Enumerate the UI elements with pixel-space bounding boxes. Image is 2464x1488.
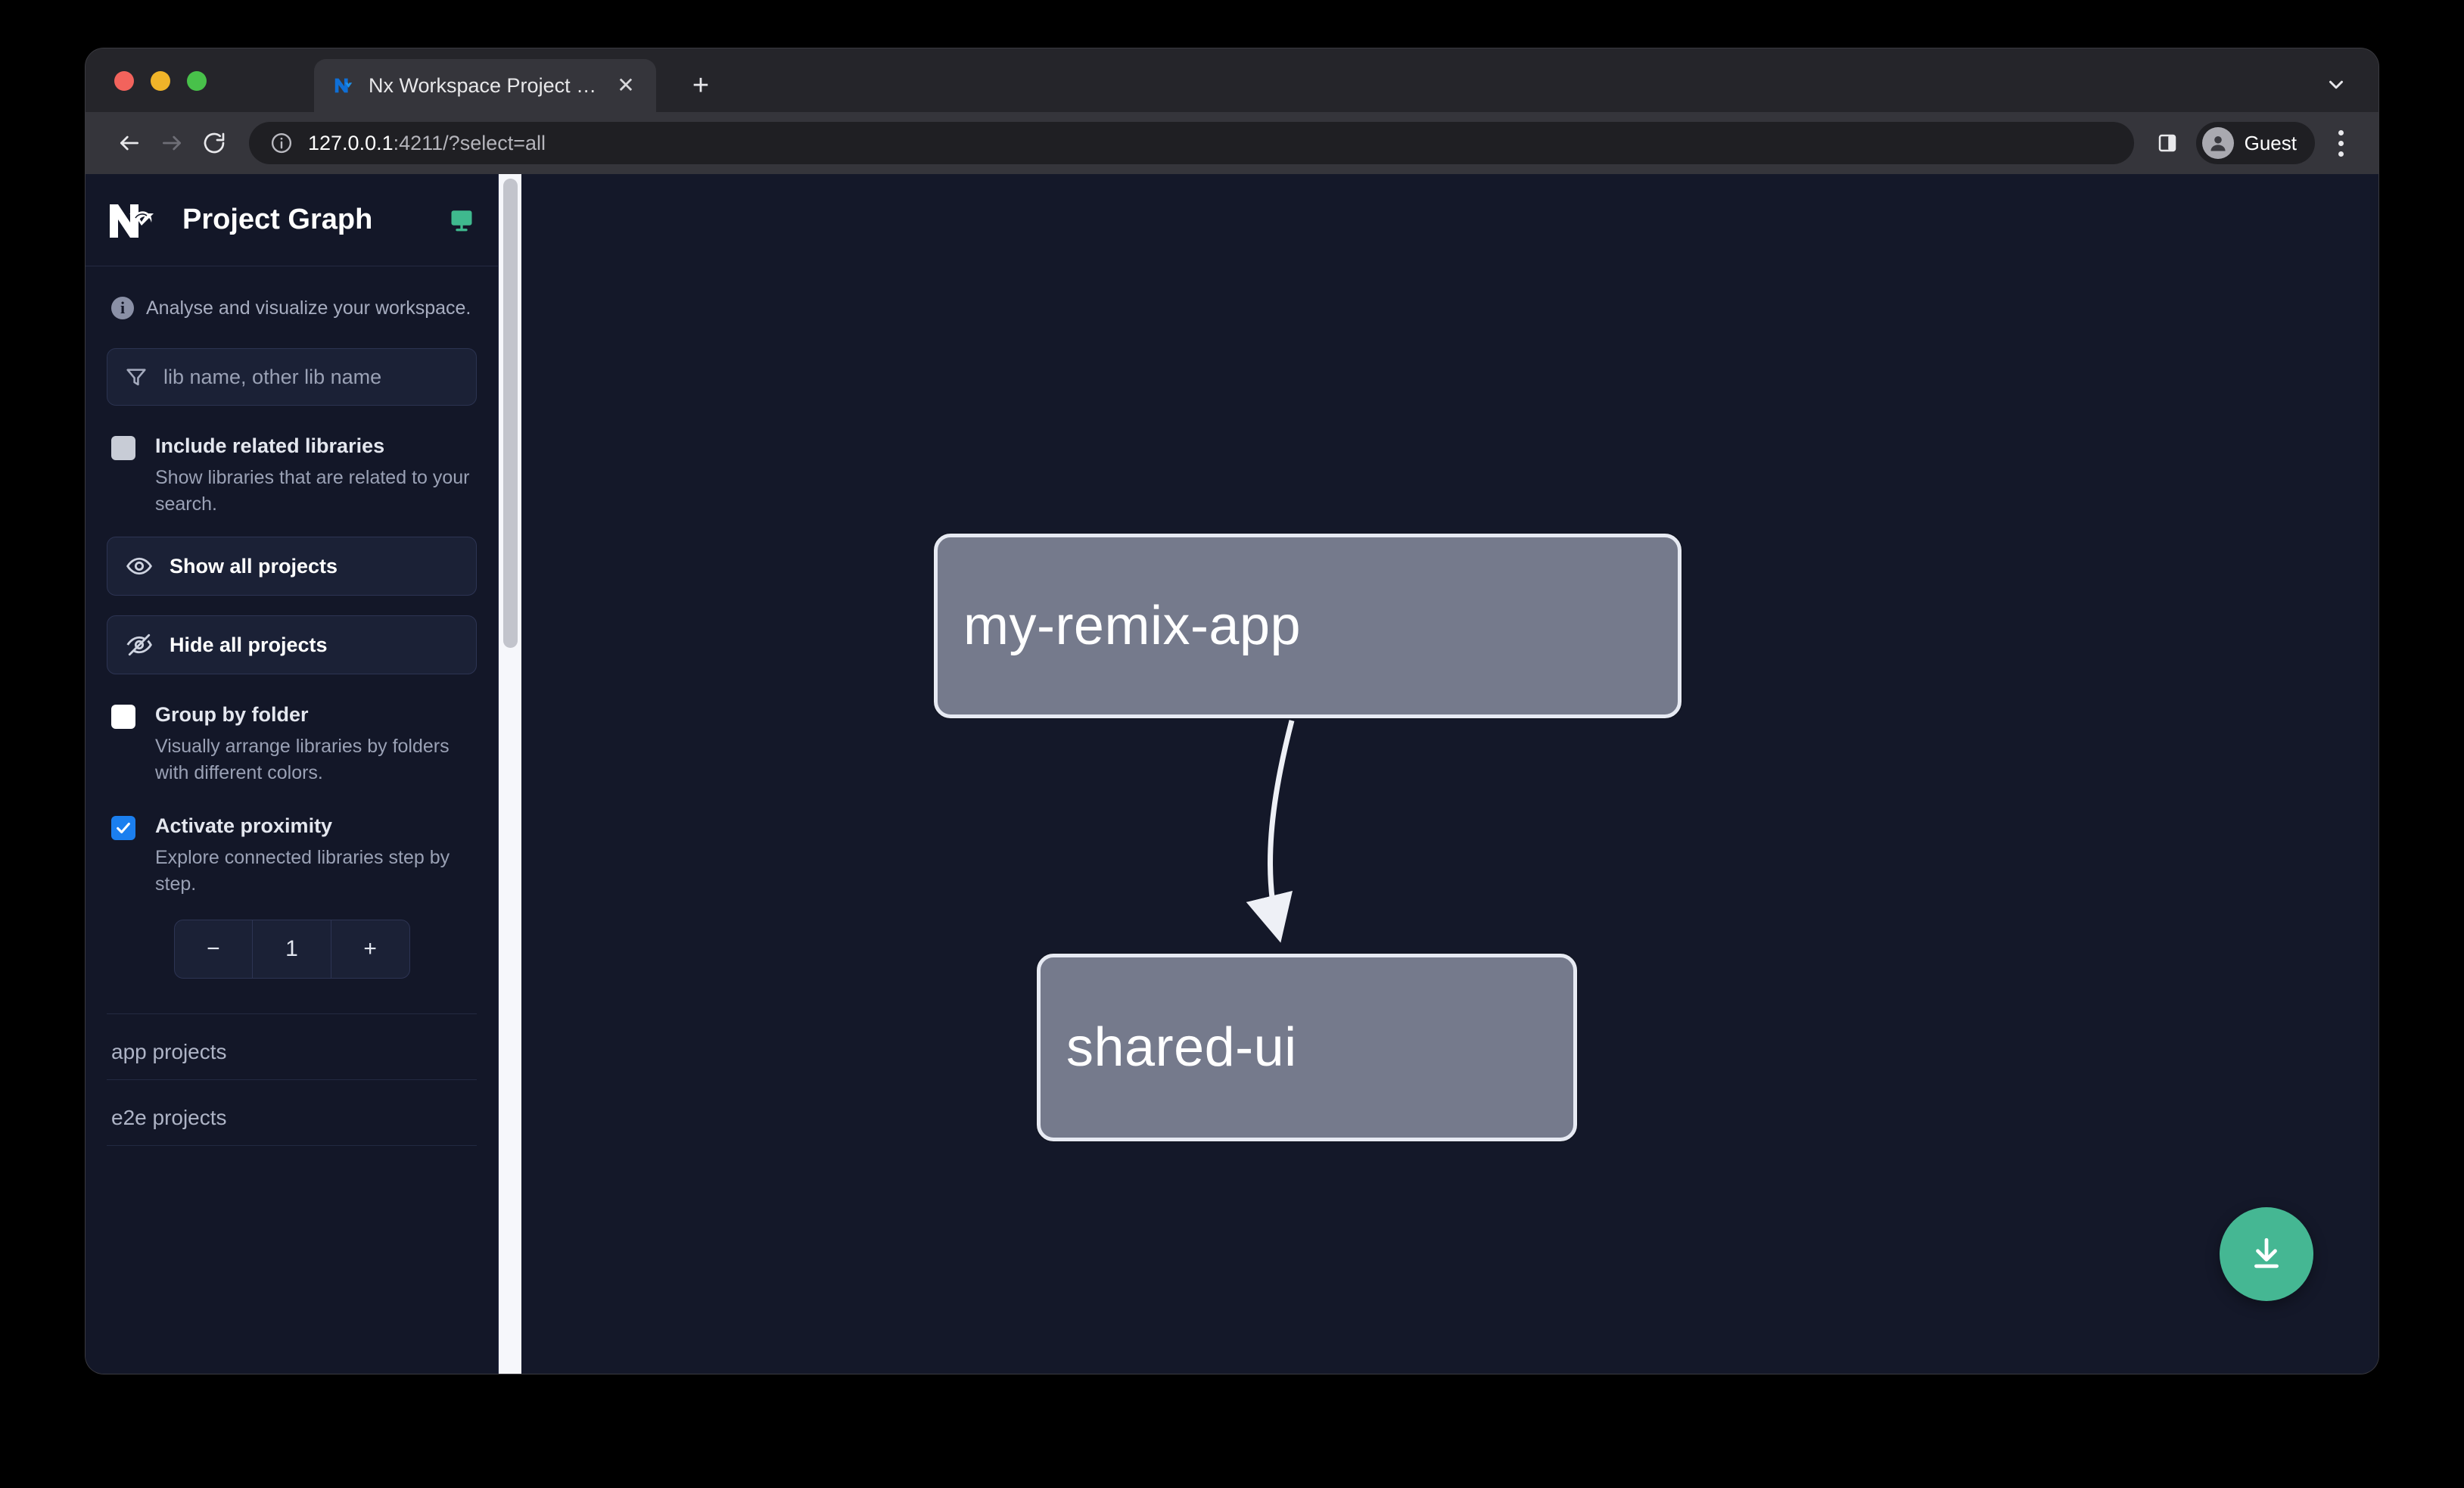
maximize-window-button[interactable] xyxy=(187,71,207,91)
edge-my-remix-app-to-shared-ui xyxy=(1246,720,1295,943)
monitor-icon[interactable] xyxy=(448,207,475,234)
url-host: 127.0.0.1 xyxy=(308,131,394,154)
node-label: shared-ui xyxy=(1066,1017,1297,1078)
minimize-window-button[interactable] xyxy=(151,71,170,91)
sidebar-header: Project Graph xyxy=(86,174,498,266)
button-label: Hide all projects xyxy=(170,633,328,656)
nx-logo xyxy=(107,200,164,241)
filter-funnel-icon xyxy=(124,365,148,389)
address-bar[interactable]: 127.0.0.1:4211/?select=all xyxy=(249,122,2134,164)
kebab-menu-icon[interactable] xyxy=(2321,122,2360,164)
option-description: Show libraries that are related to your … xyxy=(155,467,470,515)
profile-name: Guest xyxy=(2244,131,2297,154)
option-description: Explore connected libraries step by step… xyxy=(155,847,450,895)
proximity-stepper[interactable]: − 1 + xyxy=(173,920,410,979)
graph-canvas[interactable]: my-remix-app shared-ui xyxy=(499,174,2378,1374)
info-circle-icon[interactable] xyxy=(269,130,294,156)
proximity-increment-button[interactable]: + xyxy=(363,936,377,961)
browser-tab[interactable]: Nx Workspace Project Graph ✕ xyxy=(314,59,656,112)
workspace-hint: i Analyse and visualize your workspace. xyxy=(107,266,477,319)
button-label: Show all projects xyxy=(170,554,338,577)
hint-text: Analyse and visualize your workspace. xyxy=(146,297,471,319)
option-group-by-folder[interactable]: Group by folder Visually arrange librari… xyxy=(107,700,477,786)
reload-icon[interactable] xyxy=(193,122,235,164)
nx-logo-icon xyxy=(331,73,356,98)
graph-node-my-remix-app[interactable]: my-remix-app xyxy=(934,534,1682,718)
checkbox-activate-proximity[interactable] xyxy=(111,816,135,840)
sidebar: Project Graph i Analyse and visualize yo… xyxy=(86,174,521,1374)
option-activate-proximity[interactable]: Activate proximity Explore connected lib… xyxy=(107,811,477,897)
download-icon xyxy=(2254,1237,2279,1269)
proximity-decrement-button[interactable]: − xyxy=(207,936,220,961)
eye-icon xyxy=(126,553,153,580)
download-graph-button[interactable] xyxy=(2220,1207,2313,1301)
chevron-down-icon[interactable] xyxy=(2319,70,2353,100)
new-tab-button[interactable]: + xyxy=(692,70,710,101)
sidebar-body: i Analyse and visualize your workspace. … xyxy=(86,266,498,1014)
back-arrow-icon[interactable] xyxy=(108,122,151,164)
profile-button[interactable]: Guest xyxy=(2195,122,2315,164)
close-window-button[interactable] xyxy=(114,71,134,91)
url-path: :4211/?select=all xyxy=(393,131,546,154)
forward-arrow-icon[interactable] xyxy=(151,122,193,164)
sidebar-item-e2e-projects[interactable]: e2e projects xyxy=(107,1080,477,1146)
option-include-related-libraries[interactable]: Include related libraries Show libraries… xyxy=(107,431,477,517)
option-label: Include related libraries xyxy=(155,434,385,457)
search-box[interactable] xyxy=(107,348,477,406)
graph-edges xyxy=(1246,720,1295,943)
project-sections: app projects e2e projects xyxy=(86,1014,498,1146)
proximity-value: 1 xyxy=(252,920,331,978)
page-scrollbar[interactable] xyxy=(499,174,521,1374)
browser-window: Nx Workspace Project Graph ✕ + 127.0.0.1… xyxy=(86,48,2378,1374)
side-panel-icon[interactable] xyxy=(2148,123,2187,163)
checkbox-group-by-folder[interactable] xyxy=(111,705,135,729)
avatar xyxy=(2201,127,2234,159)
page-viewport: Project Graph i Analyse and visualize yo… xyxy=(86,174,2378,1374)
close-tab-button[interactable]: ✕ xyxy=(617,73,635,97)
show-all-projects-button[interactable]: Show all projects xyxy=(107,537,477,596)
sidebar-divider xyxy=(107,1013,477,1014)
scrollbar-thumb[interactable] xyxy=(503,179,518,648)
checkbox-include-related-libraries[interactable] xyxy=(111,436,135,460)
graph-node-shared-ui[interactable]: shared-ui xyxy=(1037,954,1577,1141)
eye-off-icon xyxy=(126,631,153,658)
tab-strip: Nx Workspace Project Graph ✕ + xyxy=(86,48,2378,112)
option-label: Group by folder xyxy=(155,702,309,726)
url-text: 127.0.0.1:4211/?select=all xyxy=(308,132,546,155)
sidebar-item-app-projects[interactable]: app projects xyxy=(107,1014,477,1080)
browser-toolbar: 127.0.0.1:4211/?select=all Guest xyxy=(86,112,2378,174)
node-label: my-remix-app xyxy=(963,596,1302,656)
window-controls xyxy=(114,71,207,91)
hide-all-projects-button[interactable]: Hide all projects xyxy=(107,615,477,674)
option-description: Visually arrange libraries by folders wi… xyxy=(155,736,450,783)
info-icon: i xyxy=(111,297,134,319)
tab-title: Nx Workspace Project Graph xyxy=(369,73,611,97)
option-label: Activate proximity xyxy=(155,814,333,837)
search-input[interactable] xyxy=(163,365,459,389)
page-title: Project Graph xyxy=(182,204,373,235)
